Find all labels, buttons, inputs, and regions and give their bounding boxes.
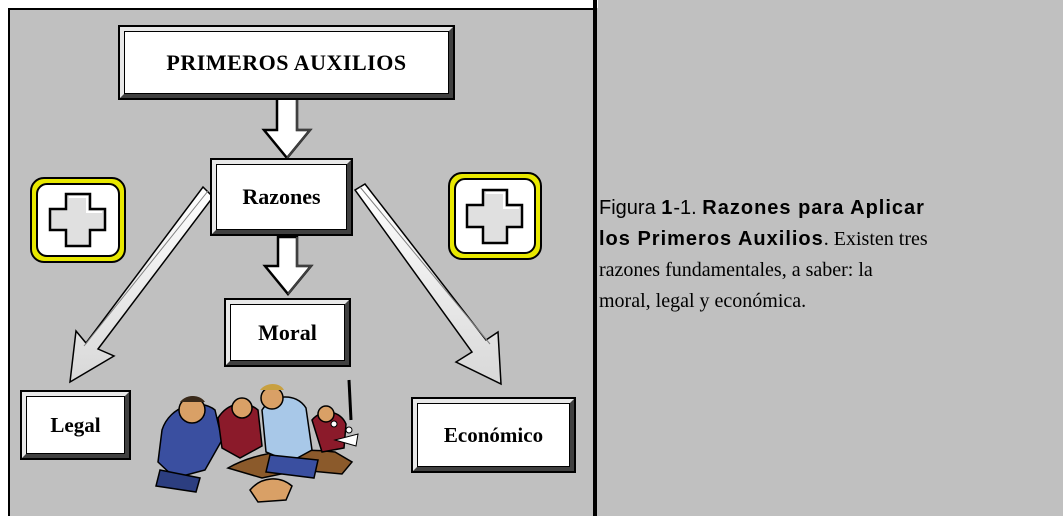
first-aid-cross-icon — [448, 172, 542, 260]
caption-line-2: los Primeros Auxilios. Existen tres — [599, 224, 1063, 255]
razones-label: Razones — [242, 184, 321, 209]
diagram-graphics — [30, 95, 542, 503]
economico-label: Económico — [443, 422, 544, 447]
down-arrow-icon — [261, 95, 313, 160]
caption-suffix: -1. — [673, 197, 703, 219]
panel-frame-left — [0, 0, 8, 516]
caption-number: 1 — [661, 197, 674, 219]
diagram-title: PRIMEROS AUXILIOS — [166, 49, 407, 75]
diagram-panel — [8, 8, 593, 516]
razones-box: Razones — [210, 158, 353, 236]
caption-title-part-2: los Primeros Auxilios — [599, 228, 824, 250]
panel-frame-top — [6, 0, 598, 8]
figure-caption: Figura 1-1. Razones para Aplicar los Pri… — [599, 193, 1063, 317]
title-box: PRIMEROS AUXILIOS — [118, 25, 455, 100]
caption-line-4: moral, legal y económica. — [599, 290, 807, 312]
caption-line-3: razones fundamentales, a saber: la — [599, 259, 873, 281]
caption-title-part-1: Razones para Aplicar — [702, 197, 925, 219]
legal-box: Legal — [20, 390, 131, 460]
legal-label: Legal — [50, 412, 101, 437]
left-funnel-arrow — [69, 185, 214, 384]
first-aid-cross-icon — [30, 177, 126, 263]
caption-line-1: Figura 1-1. Razones para Aplicar — [599, 193, 1063, 224]
economico-box: Económico — [411, 397, 576, 473]
right-funnel-arrow — [353, 183, 502, 386]
moral-box: Moral — [224, 298, 351, 367]
caption-text-part-1: . Existen tres — [823, 228, 928, 250]
caption-prefix: Figura — [599, 197, 662, 219]
rescuers-illustration-icon — [155, 379, 359, 503]
moral-label: Moral — [258, 319, 317, 345]
panel-divider — [593, 0, 597, 516]
down-arrow-icon — [262, 235, 314, 296]
